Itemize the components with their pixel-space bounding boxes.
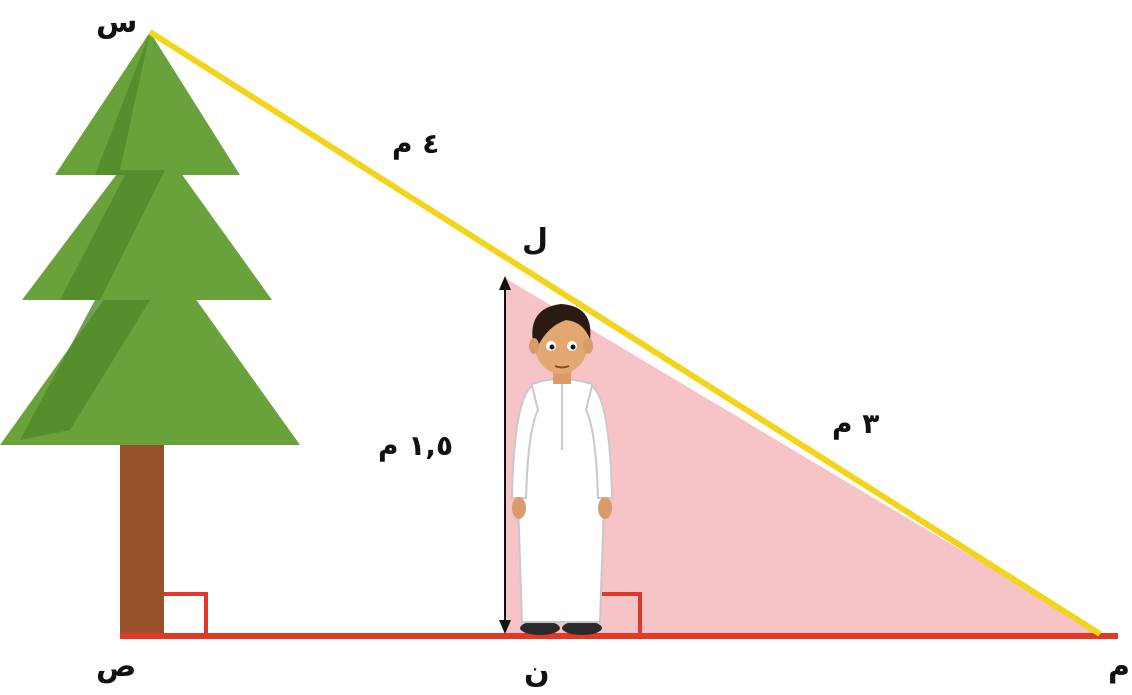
left-ear bbox=[529, 338, 539, 354]
point-label-base-person: ن bbox=[524, 655, 550, 690]
right-shoe bbox=[562, 621, 602, 635]
length-label-lower-hypotenuse: ٣ م bbox=[832, 407, 880, 440]
height-arrow bbox=[499, 276, 511, 634]
small-triangle-fill bbox=[505, 278, 1100, 633]
right-angle-mark-tree bbox=[164, 592, 208, 634]
hair bbox=[532, 304, 591, 346]
point-label-base-tree: ص bbox=[96, 649, 137, 684]
tree-shadow bbox=[20, 32, 165, 440]
point-label-top-tree: س bbox=[96, 5, 138, 40]
left-hand bbox=[512, 497, 526, 519]
pine-tree-icon bbox=[0, 32, 300, 636]
tree-trunk bbox=[120, 440, 164, 636]
hypotenuse-line bbox=[148, 29, 1102, 637]
boy-in-thobe-icon bbox=[510, 304, 614, 635]
right-ear bbox=[583, 338, 593, 354]
right-hand bbox=[598, 497, 612, 519]
point-label-top-person: ل bbox=[522, 223, 549, 258]
thobe bbox=[516, 378, 606, 623]
left-shoe bbox=[520, 621, 560, 635]
point-label-end: م bbox=[1108, 649, 1130, 684]
right-angle-mark-person bbox=[600, 592, 642, 634]
length-label-upper-hypotenuse: ٤ م bbox=[392, 127, 440, 160]
tree-foliage-top bbox=[55, 32, 240, 175]
length-label-person-height: ١,٥ م bbox=[378, 429, 454, 462]
